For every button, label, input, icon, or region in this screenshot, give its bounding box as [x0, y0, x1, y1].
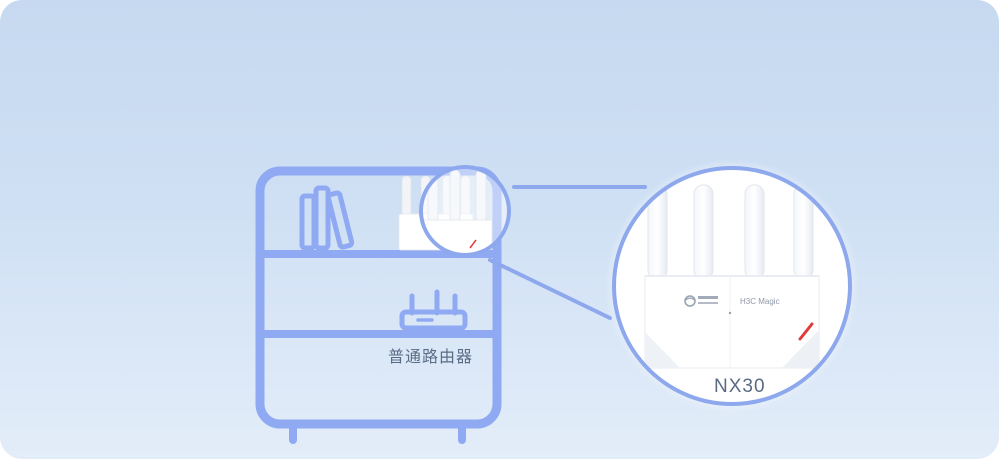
router-body — [644, 275, 820, 369]
antenna-3 — [744, 184, 765, 280]
bookshelf-frame — [255, 166, 502, 429]
big-magnifier-ring — [612, 166, 852, 406]
antenna-2 — [693, 184, 714, 280]
regular-router-label: 普通路由器 — [388, 349, 474, 366]
h3c-magic-logo: H3C Magic — [740, 297, 780, 306]
big-magnifier: H3C Magic — [605, 159, 859, 413]
china-mobile-logo — [684, 295, 718, 307]
router-nx30 — [644, 184, 820, 369]
books — [299, 185, 355, 251]
book-3 — [325, 190, 355, 250]
accent-stripe — [798, 322, 814, 341]
book-1 — [299, 193, 317, 251]
svg-text:H3C Magic: H3C Magic — [740, 297, 780, 306]
product-model-label: NX30 — [714, 376, 766, 397]
book-2 — [313, 185, 331, 251]
magnifier-connectors — [488, 185, 647, 320]
small-magnifier — [419, 165, 511, 257]
regular-router-icon — [399, 289, 468, 331]
